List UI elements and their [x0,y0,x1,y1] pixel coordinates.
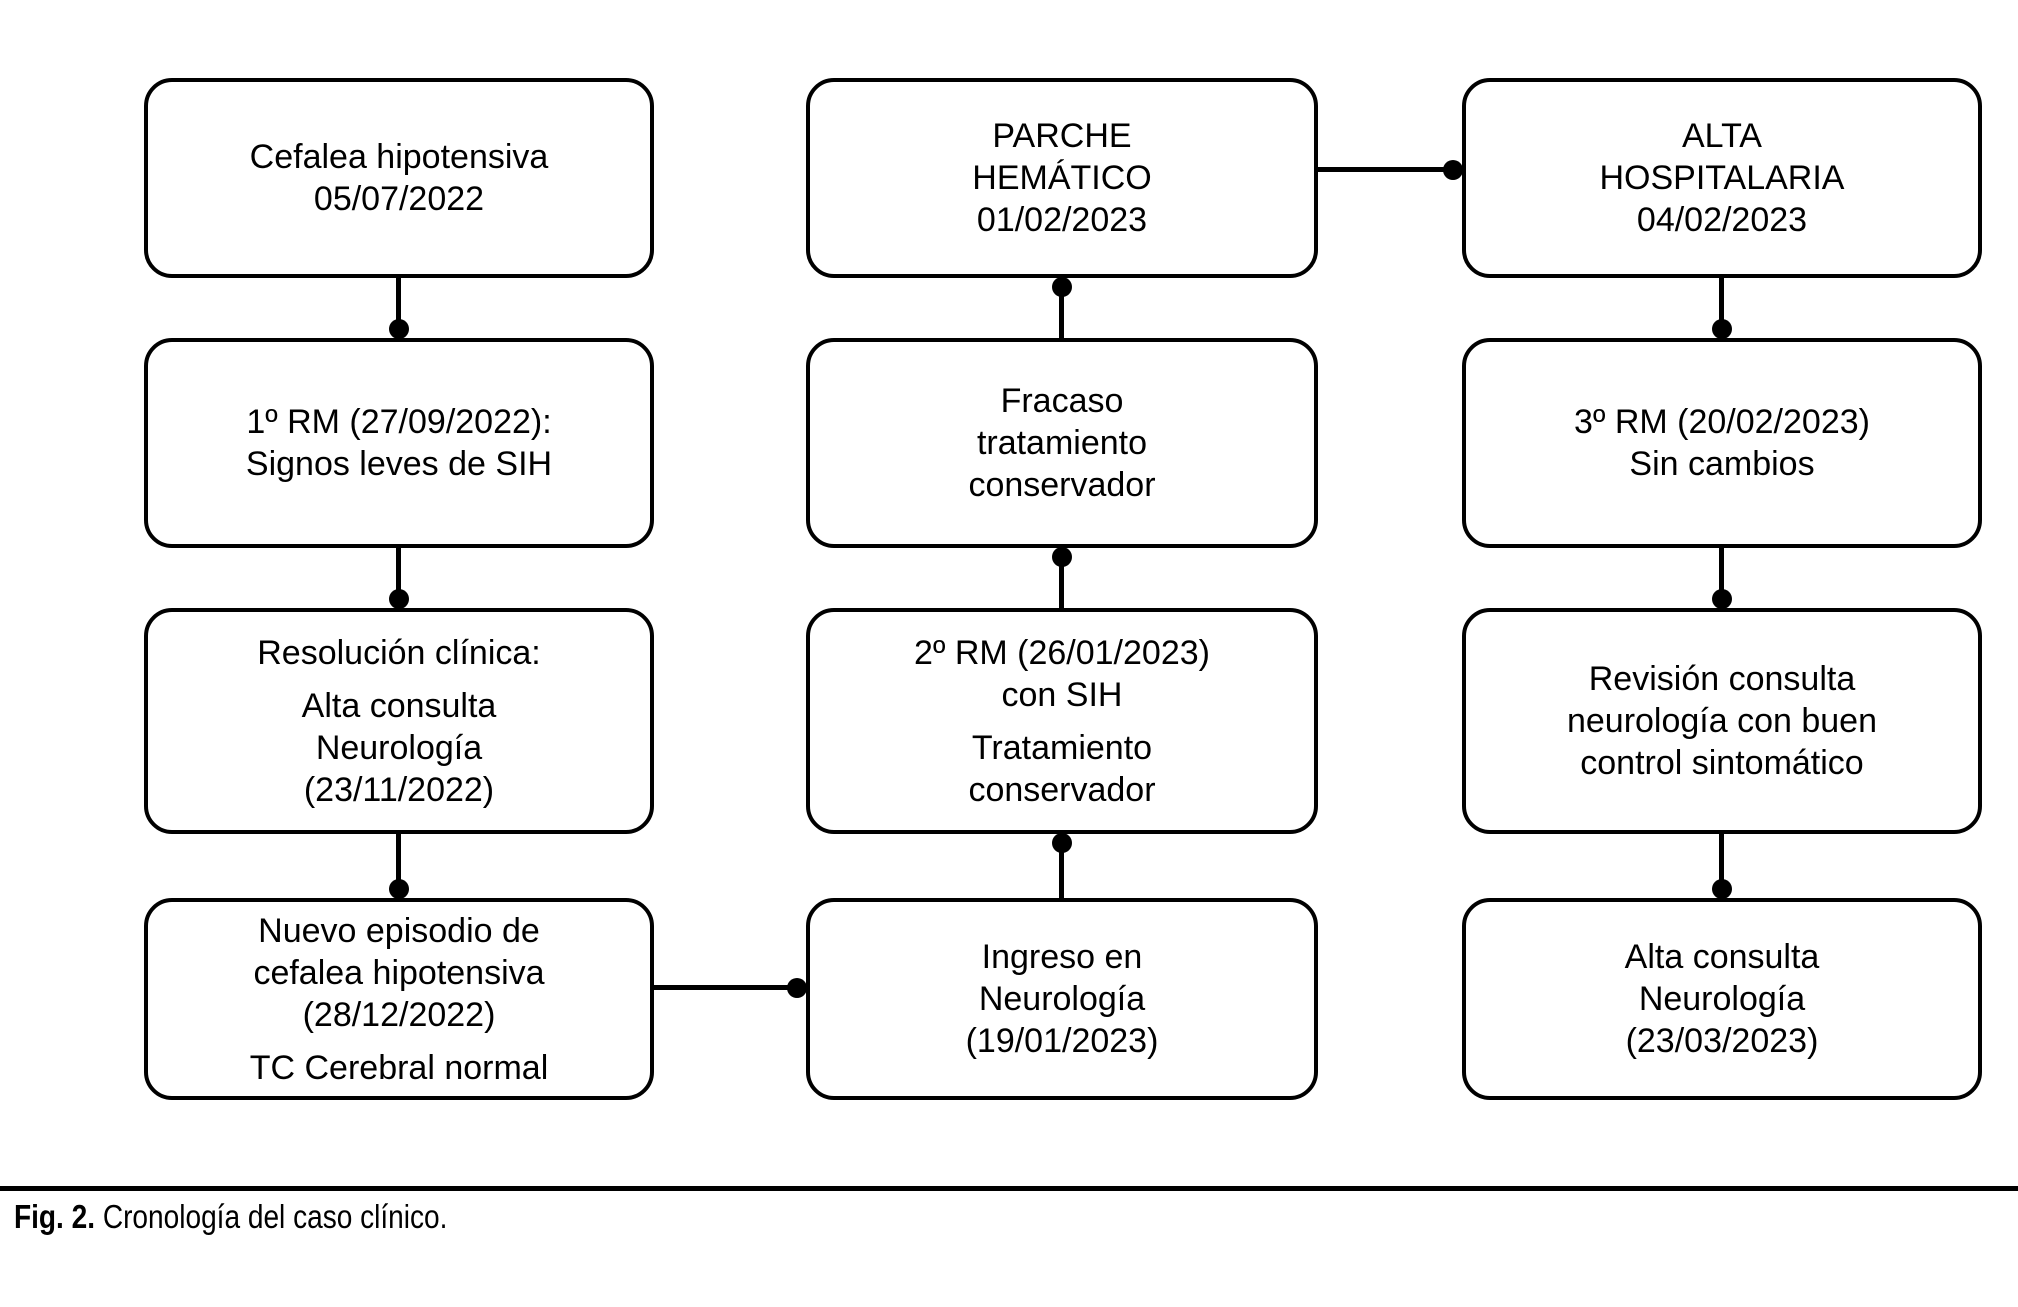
box-line: 05/07/2022 [313,180,485,218]
box-line: (19/01/2023) [965,1022,1159,1060]
box-line: TC Cerebral normal [249,1048,549,1087]
box-line: Revisión consulta [1588,660,1856,698]
flow-box-resolucion-clinica: Resolución clínica: Alta consulta Neurol… [144,608,654,834]
box-line: tratamiento [976,424,1148,462]
box-line: Tratamiento [971,728,1153,767]
flow-box-parche-hematico: PARCHE HEMÁTICO 01/02/2023 [806,78,1318,278]
connector-line [1719,278,1724,338]
box-line: PARCHE [992,117,1132,155]
box-paragraph: Ingreso en Neurología (19/01/2023) [966,936,1159,1062]
box-line: (28/12/2022) [302,995,496,1034]
box-paragraph: Revisión consulta neurología con buen co… [1567,658,1877,784]
connector-dot [1052,833,1072,853]
connector-line [396,278,401,338]
flow-box-fracaso-tratamiento: Fracaso tratamiento conservador [806,338,1318,548]
figure-caption: Fig. 2. Cronología del caso clínico. [14,1196,447,1238]
connector-line [1059,278,1064,338]
box-paragraph: Fracaso tratamiento conservador [968,380,1155,506]
box-line: Neurología [1638,980,1806,1018]
box-line: HOSPITALARIA [1599,159,1845,197]
box-line: (23/11/2022) [303,770,495,809]
box-line: control sintomático [1580,744,1864,782]
box-line: Signos leves de SIH [245,445,553,483]
connector-dot [389,319,409,339]
box-line: Sin cambios [1629,445,1815,483]
flow-box-ingreso-neurologia: Ingreso en Neurología (19/01/2023) [806,898,1318,1100]
connector-dot [1052,277,1072,297]
connector-line [396,548,401,608]
connector-dot [787,978,807,998]
connector-dot [1443,160,1463,180]
box-paragraph: Tratamiento conservador [968,727,1155,811]
box-line: Fracaso [1000,382,1124,420]
connector-dot [389,589,409,609]
box-paragraph: Alta consulta Neurología (23/11/2022) [302,685,497,811]
box-line: HEMÁTICO [972,159,1152,197]
connector-line [1719,834,1724,898]
box-line: Neurología [978,980,1146,1018]
box-line: cefalea hipotensiva [253,953,545,992]
box-paragraph: Resolución clínica: [257,632,540,674]
box-line: 01/02/2023 [976,201,1148,239]
connector-line [654,985,806,990]
box-line: conservador [968,770,1156,809]
box-paragraph: Cefalea hipotensiva 05/07/2022 [250,136,549,220]
box-line: Nuevo episodio de [258,911,540,950]
connector-line [396,834,401,898]
figure-caption-text: Cronología del caso clínico. [102,1198,448,1235]
box-line: 04/02/2023 [1636,201,1808,239]
box-paragraph: Alta consulta Neurología (23/03/2023) [1625,936,1820,1062]
box-paragraph: 1º RM (27/09/2022): Signos leves de SIH [246,401,552,485]
flow-box-alta-consulta: Alta consulta Neurología (23/03/2023) [1462,898,1982,1100]
connector-dot [1712,319,1732,339]
box-paragraph: ALTA HOSPITALARIA 04/02/2023 [1600,115,1845,241]
flow-box-nuevo-episodio: Nuevo episodio de cefalea hipotensiva (2… [144,898,654,1100]
connector-dot [1712,879,1732,899]
flow-box-alta-hospitalaria: ALTA HOSPITALARIA 04/02/2023 [1462,78,1982,278]
figure-caption-label: Fig. 2. [14,1198,96,1235]
connector-line [1059,548,1064,608]
box-line: 3º RM (20/02/2023) [1574,403,1870,441]
box-line: Ingreso en [981,938,1143,976]
connector-dot [389,879,409,899]
connector-dot [1052,547,1072,567]
flow-box-cefalea-hipotensiva: Cefalea hipotensiva 05/07/2022 [144,78,654,278]
box-line: Cefalea hipotensiva [249,138,549,176]
flow-box-primera-rm: 1º RM (27/09/2022): Signos leves de SIH [144,338,654,548]
box-paragraph: PARCHE HEMÁTICO 01/02/2023 [972,115,1151,241]
box-line: Alta consulta [1624,938,1820,976]
box-line: (23/03/2023) [1625,1022,1819,1060]
connector-line [1059,834,1064,898]
connector-dot [1712,589,1732,609]
caption-rule [0,1186,2018,1191]
box-paragraph: Nuevo episodio de cefalea hipotensiva (2… [253,910,544,1036]
connector-line [1318,167,1462,172]
box-line: Neurología [315,728,483,767]
flow-box-segunda-rm: 2º RM (26/01/2023) con SIH Tratamiento c… [806,608,1318,834]
flow-box-revision-consulta: Revisión consulta neurología con buen co… [1462,608,1982,834]
box-line: con SIH [1001,675,1123,714]
box-line: conservador [968,466,1156,504]
box-line: Resolución clínica: [257,633,541,672]
flow-box-tercera-rm: 3º RM (20/02/2023) Sin cambios [1462,338,1982,548]
box-line: neurología con buen [1566,702,1878,740]
box-line: Alta consulta [301,686,497,725]
box-paragraph: 3º RM (20/02/2023) Sin cambios [1574,401,1870,485]
box-paragraph: TC Cerebral normal [250,1047,549,1089]
connector-line [1719,548,1724,608]
box-line: 2º RM (26/01/2023) [914,633,1210,672]
box-line: 1º RM (27/09/2022): [246,403,552,441]
box-paragraph: 2º RM (26/01/2023) con SIH [914,632,1210,716]
box-line: ALTA [1682,117,1762,155]
